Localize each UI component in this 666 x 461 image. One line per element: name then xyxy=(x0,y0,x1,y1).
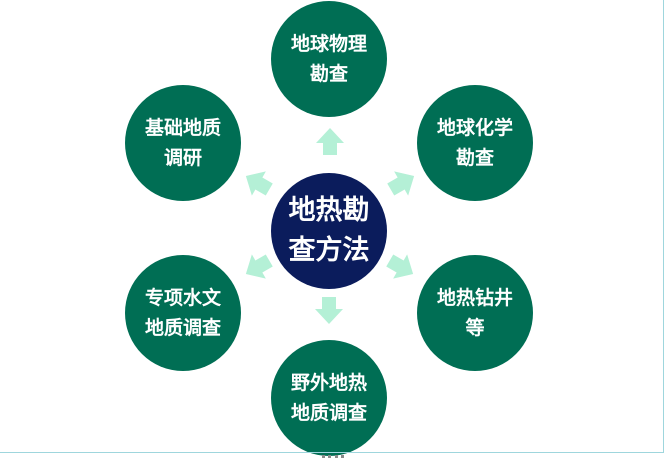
center-node: 地热勘 查方法 xyxy=(271,173,387,289)
arrow-upper-left-icon xyxy=(238,163,277,202)
resize-handle[interactable] xyxy=(322,455,344,459)
arrow-lower-right-icon xyxy=(382,248,421,287)
frame-border-right xyxy=(663,0,664,453)
node-geochemical-survey: 地球化学 勘查 xyxy=(417,85,533,201)
node-hydrogeological-survey: 专项水文 地质调查 xyxy=(125,255,241,371)
node-label: 基础地质 调研 xyxy=(144,117,221,169)
grip-dot xyxy=(334,455,338,458)
arrow-lower-left-icon xyxy=(238,248,277,287)
arrow-up-icon xyxy=(316,128,344,155)
node-field-geothermal-survey: 野外地热 地质调查 xyxy=(271,340,387,456)
frame-border-bottom xyxy=(0,452,664,453)
arrow-down-icon xyxy=(315,297,343,324)
center-node-label: 地热勘 查方法 xyxy=(288,195,370,266)
node-geophysical-survey: 地球物理 勘查 xyxy=(271,1,387,117)
node-label: 专项水文 地质调查 xyxy=(144,287,221,339)
node-geothermal-drilling: 地热钻井 等 xyxy=(417,255,533,371)
arrow-upper-right-icon xyxy=(383,163,422,202)
grip-dot xyxy=(328,455,332,458)
grip-dot xyxy=(322,455,325,458)
node-label: 野外地热 地质调查 xyxy=(290,372,367,424)
node-label: 地球化学 勘查 xyxy=(436,117,513,169)
node-label: 地球物理 勘查 xyxy=(290,33,367,85)
grip-dot xyxy=(340,455,344,458)
node-basic-geology-research: 基础地质 调研 xyxy=(125,85,241,201)
node-label: 地热钻井 等 xyxy=(436,287,513,339)
